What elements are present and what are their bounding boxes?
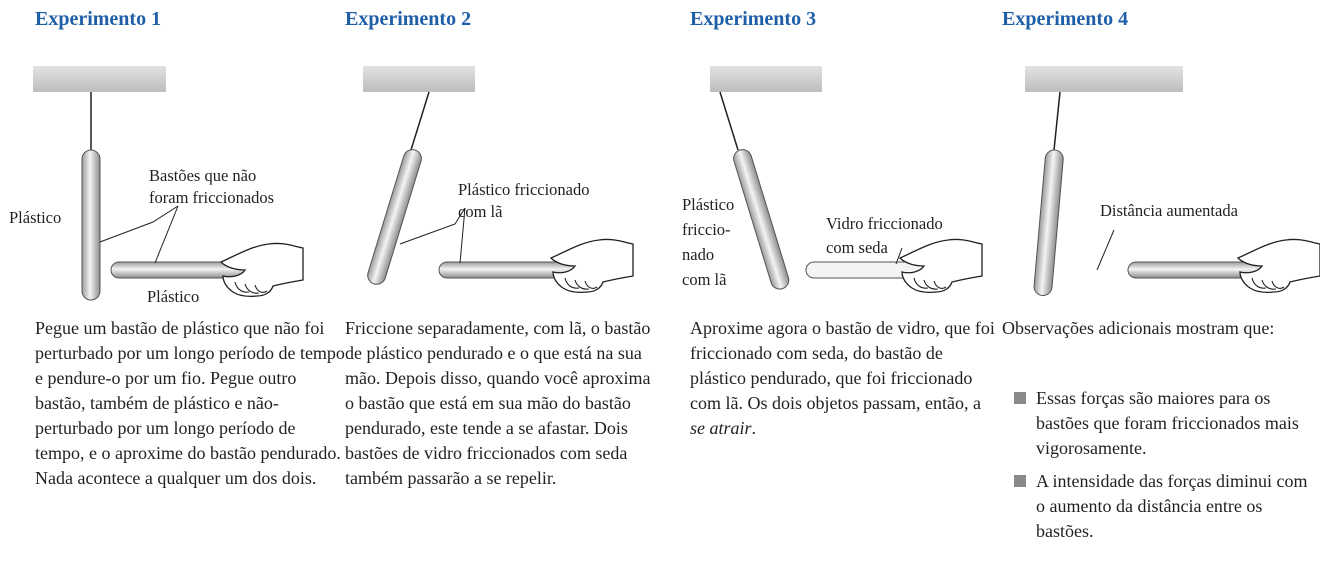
label-rubbed-line1: Plástico friccionado <box>458 180 590 199</box>
leader-line <box>399 207 466 245</box>
label-not-rubbed-line1: Bastões que não <box>149 166 257 185</box>
experiment-1-illustration <box>33 66 304 301</box>
ceiling-support <box>33 66 166 92</box>
hanging-plastic-rod <box>733 149 790 290</box>
ceiling-support <box>1025 66 1183 92</box>
description-text: Aproxime agora o bastão de vidro, que fo… <box>690 318 995 413</box>
experiment-2-panel: Experimento 2 Plástico friccionado com l… <box>343 0 663 566</box>
label-plastic-line2: friccio- <box>682 220 731 239</box>
experiment-1-description: Pegue um bastão de plástico que não foi … <box>35 318 345 488</box>
hanging-thread <box>1053 91 1061 151</box>
square-bullet-icon <box>1014 392 1026 404</box>
experiment-2-illustration <box>363 66 634 294</box>
label-plastic-line3: nado <box>682 245 715 264</box>
experiment-2-description: Friccione separadamente, com lã, o bastã… <box>345 318 651 488</box>
experiment-3-title: Experimento 3 <box>690 8 817 30</box>
hanging-plastic-rod <box>367 149 422 285</box>
experiment-4-panel: Experimento 4 Distância aumentada Observ… <box>1000 0 1320 566</box>
leader-line <box>154 205 179 264</box>
hanging-thread <box>719 91 739 151</box>
leader-line <box>459 207 466 264</box>
leader-line <box>99 205 179 243</box>
label-rubbed-line2: com lã <box>458 202 503 221</box>
description-emphasis: se atrair <box>690 418 752 438</box>
observation-list: Essas forças são maiores para os bastões… <box>1014 386 1314 552</box>
experiment-4-description: Observações adicionais mostram que: <box>1002 318 1275 338</box>
experiment-1-title: Experimento 1 <box>35 8 162 30</box>
experiment-3-illustration <box>710 66 983 294</box>
label-not-rubbed-line2: foram friccionados <box>149 188 275 207</box>
experiment-3-description: Aproxime agora o bastão de vidro, que fo… <box>690 316 1000 441</box>
label-plastic-hand: Plástico <box>147 287 200 306</box>
experiment-1-panel: Experimento 1 Plástico Bastões que não f… <box>9 0 353 566</box>
label-distance: Distância aumentada <box>1100 201 1238 220</box>
label-glass-line2: com seda <box>826 238 888 257</box>
label-plastic-line1: Plástico <box>682 195 735 214</box>
ceiling-support <box>363 66 475 92</box>
ceiling-support <box>710 66 822 92</box>
list-item: A intensidade das forças diminui com o a… <box>1014 469 1314 544</box>
hanging-thread <box>410 91 430 151</box>
description-end: . <box>751 418 757 438</box>
square-bullet-icon <box>1014 475 1026 487</box>
label-plastic-hanging: Plástico <box>9 208 62 227</box>
leader-line <box>1096 229 1115 271</box>
experiment-2-title: Experimento 2 <box>345 8 472 30</box>
list-item: Essas forças são maiores para os bastões… <box>1014 386 1314 461</box>
label-glass-line1: Vidro friccionado <box>826 214 943 233</box>
hanging-plastic-rod <box>81 149 101 301</box>
list-item-text: A intensidade das forças diminui com o a… <box>1036 471 1308 541</box>
experiment-4-title: Experimento 4 <box>1002 8 1129 30</box>
experiment-3-panel: Experimento 3 Plástico friccio- nado com… <box>682 0 1008 566</box>
experiment-4-illustration <box>1025 66 1320 296</box>
list-item-text: Essas forças são maiores para os bastões… <box>1036 388 1299 458</box>
leader-line <box>895 247 903 265</box>
label-plastic-line4: com lã <box>682 270 727 289</box>
hanging-plastic-rod <box>1033 149 1064 296</box>
